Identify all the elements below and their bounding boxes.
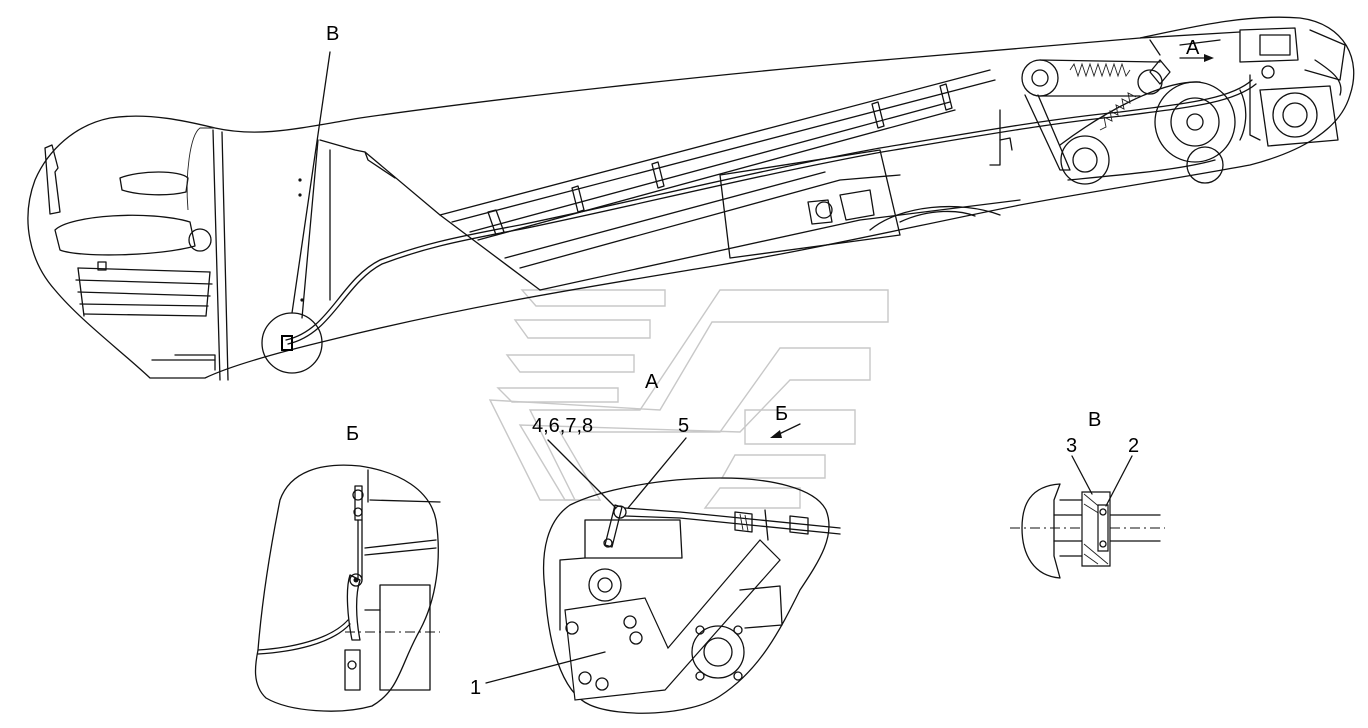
label-view-a: А: [645, 371, 659, 393]
label-arrow-a: А: [1186, 37, 1200, 59]
sleeve-mark: [281, 335, 293, 351]
label-view-v: В: [1088, 409, 1101, 431]
label-view-b: Б: [346, 423, 359, 445]
bracket-plate: [564, 539, 781, 701]
label-callout-v: В: [326, 23, 339, 45]
front-housing: [1239, 27, 1346, 147]
belt-drive: [1021, 59, 1236, 185]
arrow-b: Б: [770, 403, 801, 438]
rail-brackets: [487, 83, 953, 236]
leader-5: [627, 437, 687, 509]
label-items-4678: 4,6,7,8: [532, 415, 593, 437]
label-item-1: 1: [470, 677, 481, 699]
main-view: В А: [27, 16, 1355, 381]
leader-4678: [547, 439, 617, 509]
view-a: А 4,6,7,8 5 1: [470, 371, 841, 714]
operator-seat: [44, 144, 216, 371]
leader-v: [291, 51, 331, 314]
label-arrow-b: Б: [775, 403, 788, 425]
view-b: Б: [254, 423, 441, 712]
leader-1: [485, 651, 606, 684]
label-item-2: 2: [1128, 435, 1139, 457]
label-item-5: 5: [678, 415, 689, 437]
arrow-a-head: [1204, 54, 1214, 62]
leader-2: [1105, 455, 1133, 507]
watermark-logo: [488, 289, 889, 509]
view-v: В 3 2: [1010, 409, 1165, 579]
leader-3: [1071, 455, 1093, 495]
label-item-3: 3: [1066, 435, 1077, 457]
